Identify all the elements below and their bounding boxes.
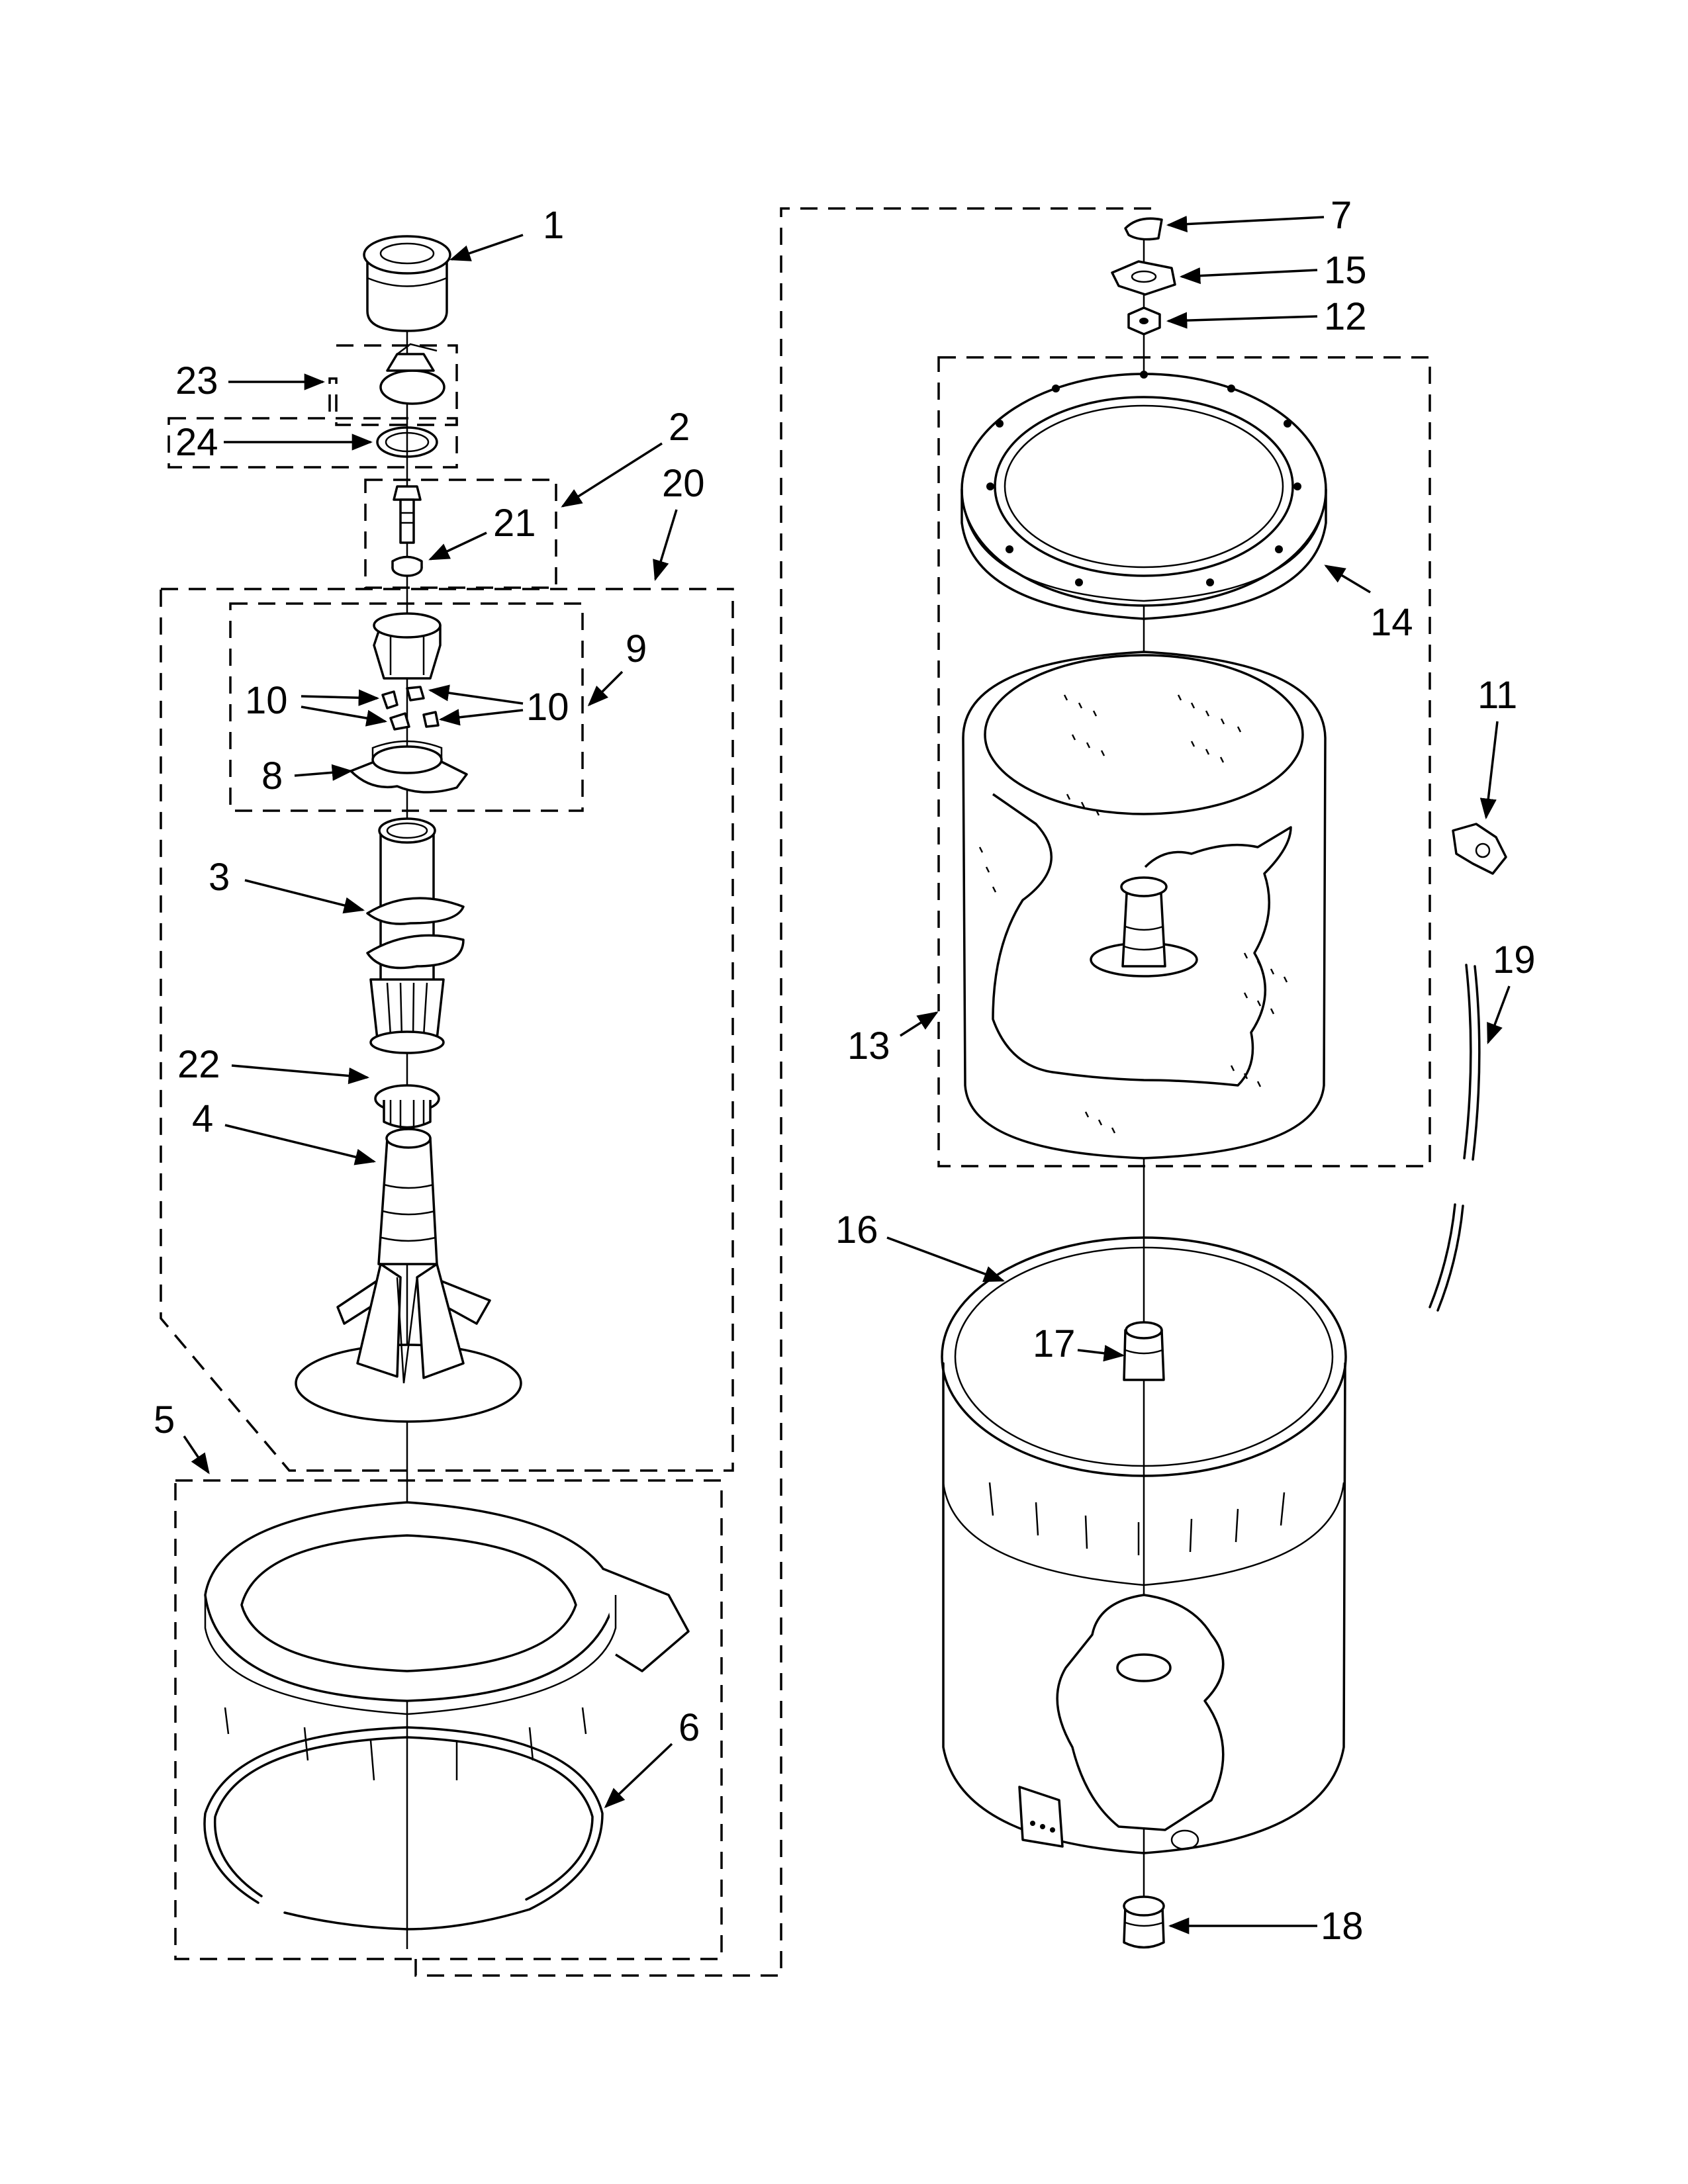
part-8-cam <box>350 740 468 794</box>
part-10-dogs <box>381 686 440 731</box>
callout-8: 8 <box>261 754 283 797</box>
group-box-23 <box>328 344 458 426</box>
callout-22: 22 <box>177 1043 220 1086</box>
part-24-ring <box>376 426 438 458</box>
part-11-clamp <box>1452 823 1507 875</box>
group-box-9 <box>229 602 584 812</box>
group-box-24 <box>167 417 458 469</box>
callout-10-right: 10 <box>526 686 569 729</box>
part-5-tub-ring <box>204 1501 690 1781</box>
callout-24: 24 <box>175 421 218 464</box>
callout-7: 7 <box>1331 194 1352 237</box>
part-19-hose <box>1429 964 1481 1312</box>
callout-15: 15 <box>1324 249 1367 292</box>
callout-5: 5 <box>154 1398 175 1441</box>
callout-1: 1 <box>543 204 564 247</box>
part-7-clip <box>1124 217 1163 241</box>
part-17-bearing <box>1123 1321 1165 1381</box>
callout-12: 12 <box>1324 295 1367 338</box>
part-21-washer <box>391 555 423 577</box>
group-box-13-14 <box>937 356 1431 1167</box>
part-22-clutch <box>374 1084 440 1129</box>
part-15-bracket <box>1111 260 1176 296</box>
callout-19: 19 <box>1493 938 1536 981</box>
part-2-bolt <box>393 485 422 544</box>
callout-11: 11 <box>1477 674 1517 717</box>
callout-13: 13 <box>847 1024 890 1068</box>
callout-20: 20 <box>662 462 705 505</box>
part-13-basket <box>962 651 1327 1160</box>
part-6-wire-ring <box>203 1726 604 1931</box>
leader-lines <box>183 215 1511 1934</box>
part-18-plug <box>1123 1895 1165 1949</box>
callout-17: 17 <box>1033 1322 1076 1365</box>
part-23-cam <box>379 343 445 405</box>
part-16-outer-tub <box>941 1236 1347 1854</box>
part-9-drive-block <box>373 612 442 680</box>
callout-16: 16 <box>835 1208 878 1251</box>
callout-2: 2 <box>669 406 690 449</box>
callout-6: 6 <box>679 1706 700 1749</box>
callout-10-left: 10 <box>245 679 288 722</box>
part-12-nut <box>1127 306 1161 336</box>
callout-21: 21 <box>493 502 536 545</box>
callout-9: 9 <box>626 627 647 670</box>
connector-line <box>414 207 1158 1977</box>
group-box-2 <box>364 478 557 589</box>
callout-18: 18 <box>1321 1905 1364 1948</box>
part-4-agitator-base <box>295 1128 522 1423</box>
group-boxes <box>160 207 1431 1977</box>
callout-14: 14 <box>1370 601 1413 644</box>
part-1-cap <box>363 235 451 332</box>
callout-23: 23 <box>175 359 218 402</box>
part-3-auger <box>366 817 465 1054</box>
part-14-balance-ring <box>961 371 1327 620</box>
callout-4: 4 <box>192 1097 213 1140</box>
callout-3: 3 <box>209 856 230 899</box>
group-box-5 <box>174 1479 723 1960</box>
group-box-20 <box>160 588 734 1472</box>
callout-labels: 1 23 24 2 20 21 9 10 10 8 3 22 4 5 6 7 1… <box>154 194 1536 1948</box>
